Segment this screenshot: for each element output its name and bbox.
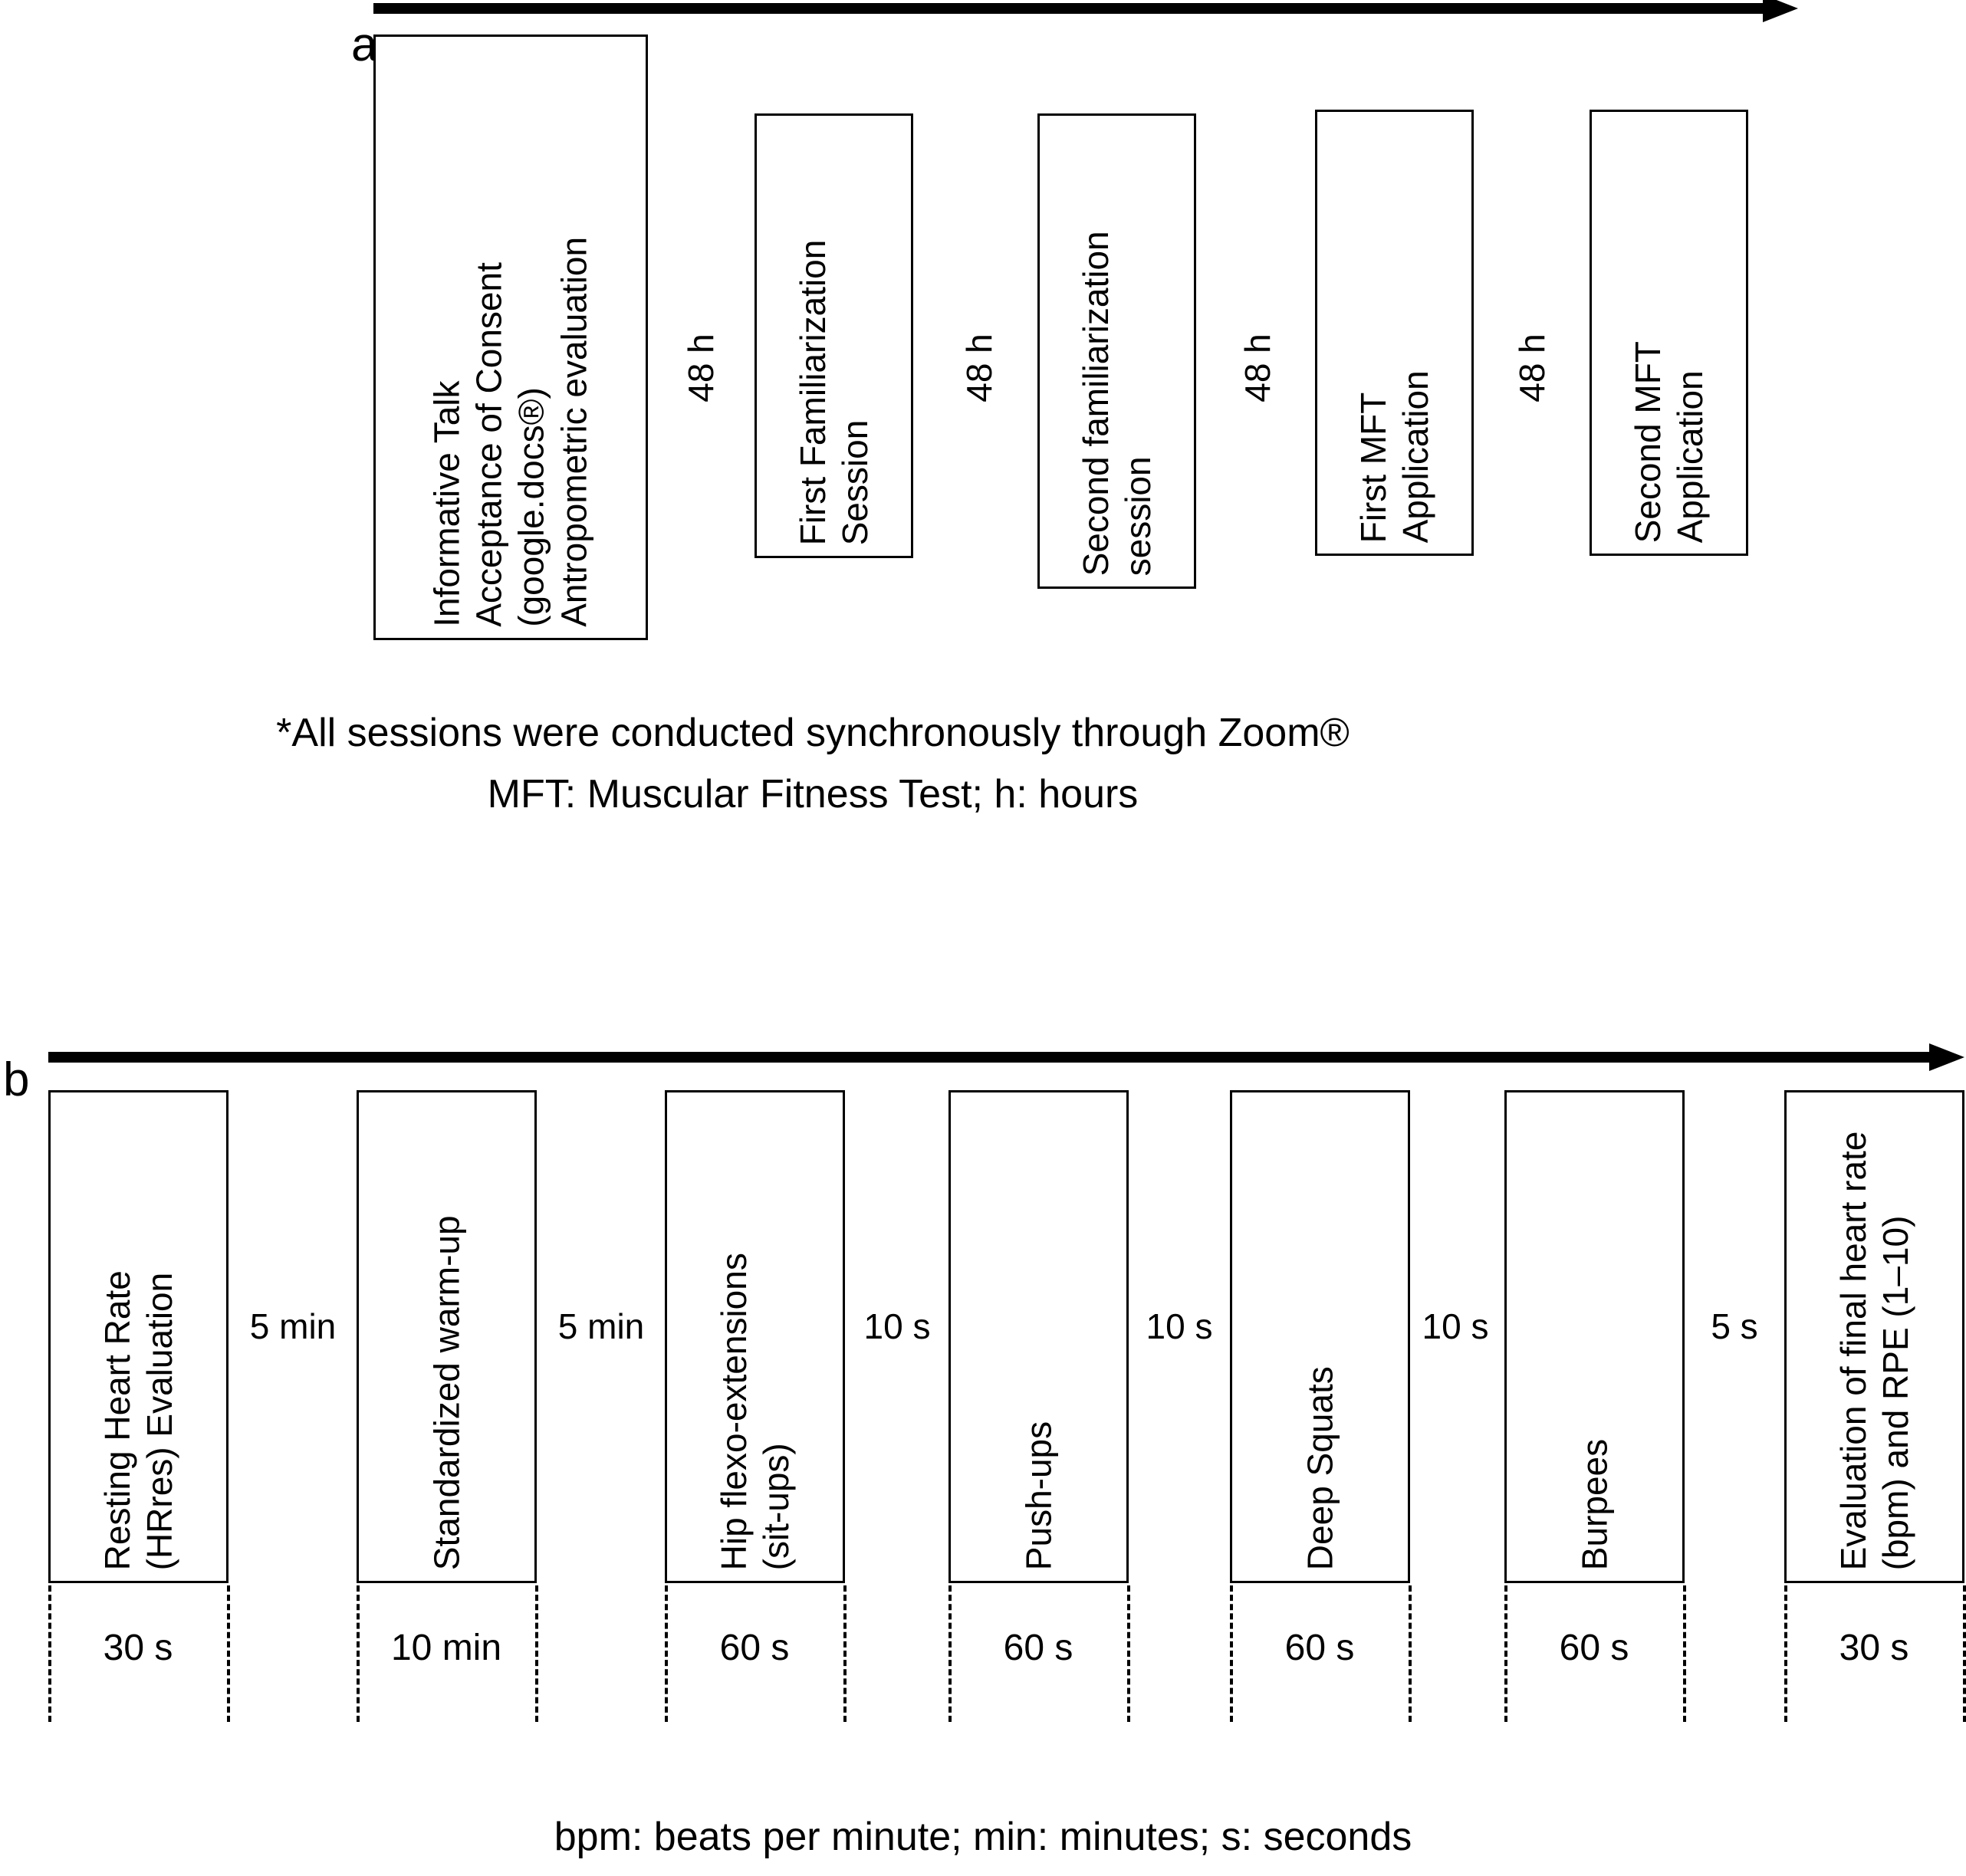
panel-b-interval-4-label: 10 s (1146, 1306, 1213, 1346)
stage-line: Antropometric evaluation (554, 237, 594, 627)
arrow-head-icon (1929, 1043, 1964, 1071)
panel-a-timeline-arrow (373, 0, 1798, 22)
panel-a-stage-0-text: Informative Talk Acceptance of Consent (… (426, 237, 596, 627)
panel-b-interval-5-label: 10 s (1422, 1306, 1489, 1346)
panel-b-stage-0-text: Resting Heart Rate (HRres) Evaluation (96, 1270, 180, 1570)
stage-line: Push-ups (1018, 1421, 1058, 1570)
stage-box-first-familiarization-session: First Familiarization Session (755, 113, 913, 558)
panel-a-label: a (351, 18, 378, 71)
duration-tick-left (357, 1585, 360, 1722)
stage-box-hip-flexo-extensions: Hip flexo-extensions (sit-ups) (665, 1090, 845, 1583)
panel-a-caption-line-2: MFT: Muscular Fitness Test; h: hours (487, 772, 1139, 816)
stage-line: Hip flexo-extensions (713, 1252, 754, 1570)
panel-b-caption-line-1: bpm: beats per minute; min: minutes; s: … (554, 1815, 1412, 1859)
stage-line: Second MFT (1627, 340, 1668, 543)
duration-label-final-heart-rate-rpe-evaluation: 30 s (1839, 1628, 1909, 1668)
stage-line: Burpees (1573, 1438, 1614, 1570)
stage-line: Resting Heart Rate (97, 1270, 137, 1570)
duration-label-resting-heart-rate-evaluation: 30 s (103, 1628, 173, 1668)
duration-tick-left (1504, 1585, 1507, 1722)
stage-line: Application (1395, 370, 1435, 543)
duration-tick-right (535, 1585, 538, 1722)
panel-a-stage-3-text: First MFT Application (1352, 370, 1436, 543)
stage-box-burpees: Burpees (1504, 1090, 1685, 1583)
arrow-shaft (48, 1052, 1929, 1063)
duration-tick-right (1127, 1585, 1130, 1722)
stage-line: Informative Talk (426, 380, 467, 627)
duration-tick-right (843, 1585, 847, 1722)
panel-a-interval-2-label: 48 h (959, 333, 999, 402)
stage-box-deep-squats: Deep Squats (1230, 1090, 1410, 1583)
duration-tick-left (1230, 1585, 1233, 1722)
duration-tick-left (665, 1585, 668, 1722)
stage-line: Application (1669, 370, 1710, 543)
panel-b-stage-6-text: Evaluation of final heart rate (bpm) and… (1832, 1131, 1916, 1570)
panel-a-interval-1-label: 48 h (681, 333, 721, 402)
duration-tick-left (1784, 1585, 1787, 1722)
stage-line: Standardized warm-up (426, 1215, 466, 1570)
duration-tick-right (1963, 1585, 1966, 1722)
stage-line: First Familiarization (792, 239, 833, 545)
duration-tick-left (948, 1585, 952, 1722)
panel-a-caption-line-1: *All sessions were conducted synchronous… (276, 711, 1350, 755)
panel-b-stage-5-text: Burpees (1573, 1439, 1616, 1570)
stage-line: (bpm) and RPE (1–10) (1875, 1215, 1915, 1570)
arrow-shaft (373, 3, 1763, 14)
arrow-head-icon (1763, 0, 1798, 22)
stage-box-informative-talk: Informative Talk Acceptance of Consent (… (373, 34, 648, 640)
duration-tick-right (227, 1585, 230, 1722)
duration-label-burpees: 60 s (1559, 1628, 1629, 1668)
panel-a-interval-3-label: 48 h (1238, 333, 1277, 402)
panel-b-stage-3-text: Push-ups (1018, 1421, 1060, 1570)
stage-line: Second familiarization (1075, 230, 1116, 576)
stage-line: Deep Squats (1299, 1366, 1340, 1570)
duration-tick-left (48, 1585, 51, 1722)
panel-b-interval-1-label: 5 min (249, 1306, 337, 1346)
stage-line: (HRres) Evaluation (139, 1272, 179, 1570)
stage-line: Acceptance of Consent (468, 262, 509, 627)
stage-line: Evaluation of final heart rate (1833, 1131, 1873, 1570)
panel-b-label: b (3, 1053, 30, 1106)
duration-label-push-ups: 60 s (1003, 1628, 1073, 1668)
duration-tick-right (1683, 1585, 1686, 1722)
stage-box-resting-heart-rate-evaluation: Resting Heart Rate (HRres) Evaluation (48, 1090, 228, 1583)
panel-a-stage-4-text: Second MFT Application (1626, 341, 1711, 543)
panel-b-stage-1-text: Standardized warm-up (426, 1215, 468, 1570)
panel-b-stage-2-text: Hip flexo-extensions (sit-ups) (712, 1253, 797, 1570)
stage-line: (sit-ups) (755, 1442, 796, 1570)
stage-box-final-heart-rate-rpe-evaluation: Evaluation of final heart rate (bpm) and… (1784, 1090, 1964, 1583)
duration-label-standardized-warm-up: 10 min (390, 1628, 502, 1668)
stage-line: session (1117, 456, 1158, 576)
stage-box-push-ups: Push-ups (948, 1090, 1129, 1583)
stage-line: (google.docs®) (511, 387, 551, 627)
panel-b-stage-4-text: Deep Squats (1299, 1366, 1341, 1570)
duration-label-hip-flexo-extensions: 60 s (719, 1628, 790, 1668)
panel-b-interval-2-label: 5 min (557, 1306, 645, 1346)
panel-b-interval-6-label: 5 s (1711, 1306, 1758, 1346)
stage-box-standardized-warm-up: Standardized warm-up (357, 1090, 537, 1583)
panel-b-interval-3-label: 10 s (863, 1306, 931, 1346)
duration-tick-right (1409, 1585, 1412, 1722)
stage-box-second-mft-application: Second MFT Application (1590, 110, 1748, 556)
panel-a-stage-1-text: First Familiarization Session (791, 239, 876, 545)
panel-a-stage-2-text: Second familiarization session (1074, 231, 1159, 576)
panel-a-interval-4-label: 48 h (1512, 333, 1552, 402)
duration-label-deep-squats: 60 s (1284, 1628, 1355, 1668)
stage-line: Session (834, 419, 875, 545)
stage-box-second-familiarization-session: Second familiarization session (1037, 113, 1196, 589)
stage-line: First MFT (1353, 392, 1393, 543)
stage-box-first-mft-application: First MFT Application (1315, 110, 1474, 556)
panel-b-timeline-arrow (48, 1043, 1964, 1071)
